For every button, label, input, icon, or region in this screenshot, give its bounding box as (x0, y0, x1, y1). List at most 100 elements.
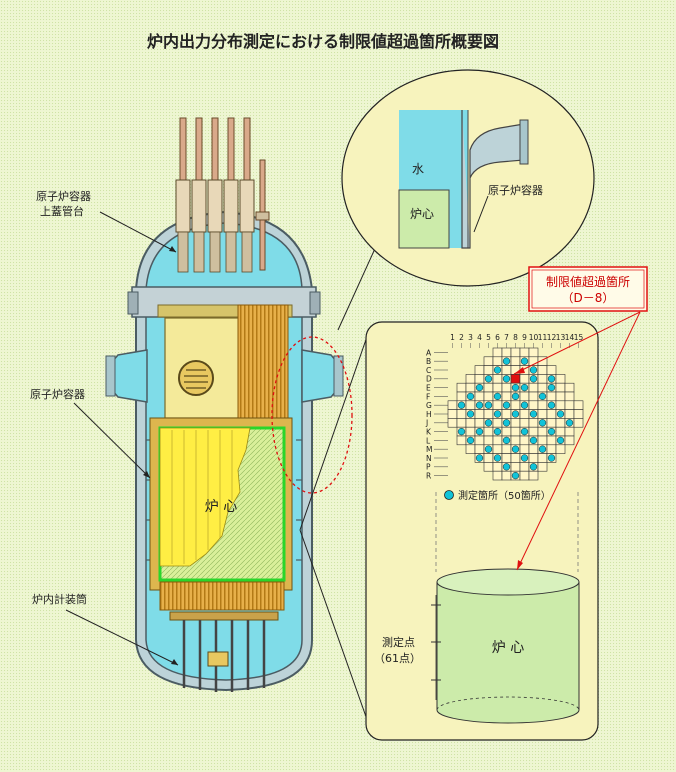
grid-cell (537, 426, 548, 437)
grid-cell (573, 400, 584, 410)
inset-label-vessel: 原子炉容器 (488, 183, 543, 197)
exceed-callout: 制限値超過箇所 （D－8） (528, 266, 648, 312)
measure-point (547, 401, 556, 409)
grid-cell (474, 409, 485, 419)
grid-cell (519, 409, 530, 419)
grid-row-label: L (426, 436, 431, 445)
measure-point (457, 427, 466, 436)
measure-point (511, 445, 520, 453)
grid-cell (546, 391, 557, 402)
measure-point (511, 471, 520, 480)
grid-cell (492, 470, 503, 481)
grid-cell (510, 435, 521, 446)
highlight-ellipse (271, 336, 353, 494)
measure-point (529, 463, 538, 471)
grid-cell (465, 418, 476, 428)
grid-cell (519, 374, 530, 384)
grid-cell (555, 400, 566, 410)
callout-line1: 制限値超過箇所 (546, 274, 630, 289)
grid-col-label: 4 (477, 333, 482, 342)
measure-point (520, 454, 529, 462)
grid-cell (492, 418, 503, 428)
grid-cell (528, 470, 539, 481)
grid-cell (528, 426, 539, 437)
grid-row-label: H (426, 410, 432, 419)
cylinder-core-label: 炉 心 (492, 640, 524, 656)
inset-vessel-wall-shape (461, 110, 525, 249)
grid-cell (555, 391, 566, 402)
measure-point (529, 410, 538, 418)
grid-cell (519, 435, 530, 446)
inset-vessel-wall: 水 炉心 原子炉容器 (337, 69, 595, 331)
grid-cell (555, 374, 566, 384)
callout-arrows (513, 311, 641, 571)
grid-cell (564, 409, 575, 419)
grid-cell (474, 365, 485, 375)
grid-cell (456, 418, 467, 428)
grid-cell (546, 418, 557, 428)
grid-row-label: J (425, 419, 428, 428)
measure-point (502, 401, 511, 409)
grid-row-label: E (426, 384, 431, 393)
grid-cell (510, 356, 521, 366)
incore-instrument-tubes (182, 620, 266, 692)
grid-cell (492, 462, 503, 472)
grid-cell (456, 435, 467, 446)
grid-cell (555, 426, 566, 437)
measure-point (529, 375, 538, 383)
grid-cell (483, 365, 494, 375)
grid-cell (519, 444, 530, 454)
grid-cell (492, 382, 503, 393)
grid-col-label: 6 (495, 333, 500, 342)
grid-col-label: 3 (468, 333, 473, 342)
incore-thimble-guide (207, 651, 229, 667)
grid-cell (501, 391, 512, 402)
grid-cell (474, 374, 485, 384)
grid-cell (555, 418, 566, 428)
grid-cell (447, 400, 458, 410)
measure-point (547, 383, 556, 392)
grid-cell (573, 409, 584, 419)
grid-row-label: G (426, 401, 432, 410)
inset-label-core: 炉心 (410, 207, 434, 221)
measure-point (493, 454, 502, 462)
grid-cell (555, 444, 566, 454)
grid-cell (492, 347, 503, 358)
panel-connector-bottom (299, 529, 371, 729)
grid-col-label: 11 (538, 333, 548, 342)
grid-cell (510, 426, 521, 437)
measure-point (475, 401, 484, 409)
measure-point (511, 392, 520, 401)
grid-cell (510, 347, 521, 358)
measure-point (502, 419, 511, 427)
grid-cell (528, 391, 539, 402)
measure-point (493, 410, 502, 418)
grid-cell (537, 409, 548, 419)
grid-cell (519, 391, 530, 402)
grid-cell (510, 400, 521, 410)
grid-cell (483, 462, 494, 472)
inset-nozzle-flange (519, 119, 529, 165)
grid-cell (546, 444, 557, 454)
flange-bolt-right (309, 291, 321, 315)
grid-col-label: 7 (504, 333, 509, 342)
measure-point (484, 445, 493, 453)
grid-cell (492, 374, 503, 384)
label-incore-tube: 炉内計装筒 (32, 592, 87, 606)
label-vessel: 原子炉容器 (30, 387, 85, 401)
grid-cell (510, 374, 521, 384)
grid-cell (564, 435, 575, 446)
measure-point (529, 366, 538, 374)
grid-cell (573, 418, 584, 428)
grid-row-label: D (426, 375, 432, 384)
legend-measure-marker (444, 490, 454, 500)
measure-point (475, 383, 484, 392)
measure-point (493, 366, 502, 374)
measure-point (511, 410, 520, 418)
inset-leader-vessel (473, 195, 489, 233)
nozzle-left (111, 349, 148, 403)
arrowhead-upper-head (169, 246, 176, 252)
grid-cell (564, 391, 575, 402)
grid-cell (537, 462, 548, 472)
